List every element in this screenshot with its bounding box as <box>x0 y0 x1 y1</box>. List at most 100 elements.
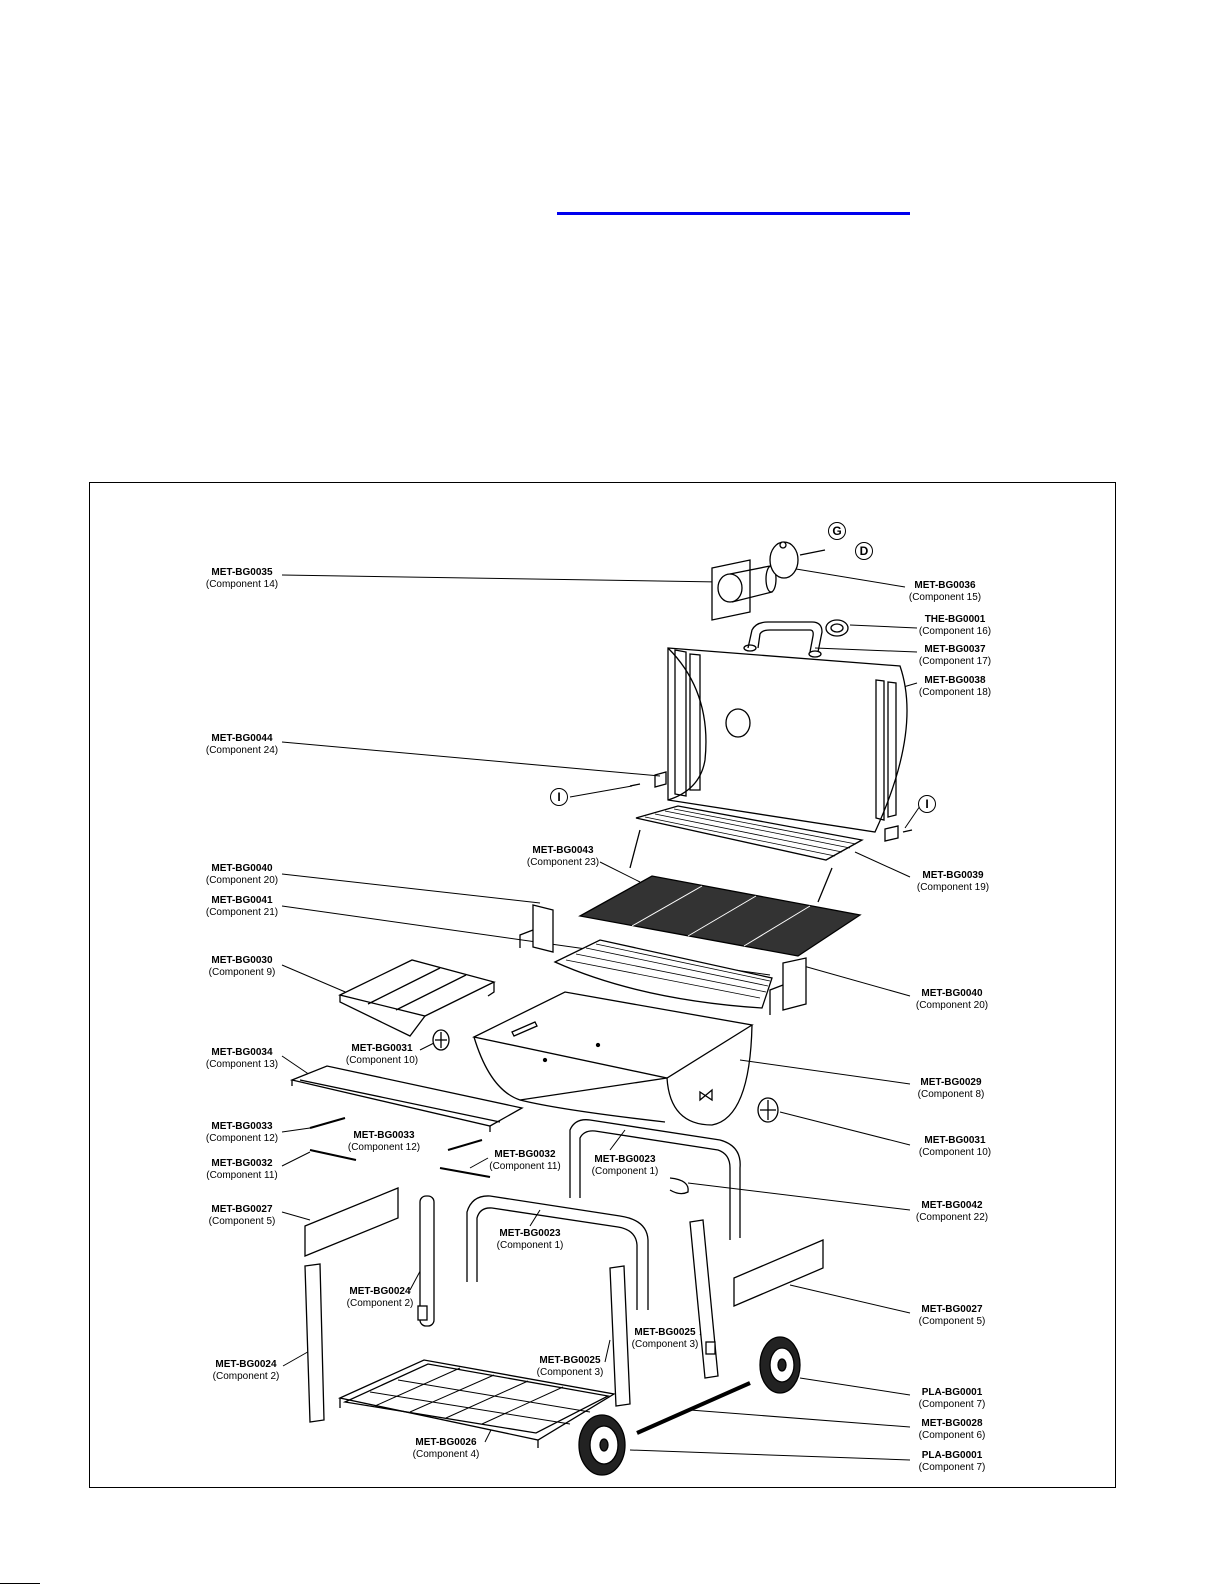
part-label: MET-BG0024(Component 2) <box>201 1359 291 1382</box>
axle <box>636 1381 751 1435</box>
component-number: (Component 9) <box>208 966 276 978</box>
part-label: MET-BG0042(Component 22) <box>907 1200 997 1223</box>
part-code: MET-BG0043 <box>532 845 594 856</box>
bottom-wire-shelf <box>337 1359 616 1448</box>
part-code: MET-BG0031 <box>351 1043 413 1054</box>
part-code: MET-BG0041 <box>211 895 273 906</box>
vent-cap <box>769 541 826 579</box>
diagram-frame <box>89 482 1116 1488</box>
part-code: MET-BG0026 <box>415 1437 477 1448</box>
fastener-callout: G <box>828 522 846 540</box>
front-leg-frame <box>466 1195 649 1310</box>
part-label: MET-BG0023(Component 1) <box>485 1228 575 1251</box>
bracket-right <box>769 957 807 1015</box>
part-label: MET-BG0039(Component 19) <box>908 870 998 893</box>
part-label: PLA-BG0001(Component 7) <box>907 1387 997 1410</box>
fastener-callout: I <box>918 795 936 813</box>
hyperlink-underline[interactable] <box>557 212 910 215</box>
component-number: (Component 19) <box>916 881 990 893</box>
tool-hook <box>669 1177 689 1195</box>
part-code: THE-BG0001 <box>924 614 986 625</box>
component-number: (Component 1) <box>496 1239 564 1251</box>
component-number: (Component 6) <box>918 1429 986 1441</box>
part-code: MET-BG0033 <box>211 1121 273 1132</box>
component-number: (Component 17) <box>918 655 992 667</box>
page-footer-rule <box>0 1583 40 1584</box>
part-code: MET-BG0025 <box>539 1355 601 1366</box>
part-label: MET-BG0023(Component 1) <box>580 1154 670 1177</box>
charcoal-grate <box>553 939 773 1009</box>
component-number: (Component 21) <box>205 906 279 918</box>
part-label: MET-BG0030(Component 9) <box>197 955 287 978</box>
part-code: MET-BG0027 <box>921 1304 983 1315</box>
part-label: PLA-BG0001(Component 7) <box>907 1450 997 1473</box>
warming-rack <box>629 805 864 903</box>
part-code: MET-BG0042 <box>921 1200 983 1211</box>
part-label: MET-BG0036(Component 15) <box>900 580 990 603</box>
lid-handle <box>743 621 823 658</box>
part-label: THE-BG0001(Component 16) <box>910 614 1000 637</box>
part-code: MET-BG0029 <box>920 1077 982 1088</box>
grill-lid <box>629 647 913 842</box>
end-cap-right <box>757 1097 779 1123</box>
part-code: MET-BG0034 <box>211 1047 273 1058</box>
component-number: (Component 18) <box>918 686 992 698</box>
fastener-callout: I <box>550 788 568 806</box>
part-label: MET-BG0029(Component 8) <box>906 1077 996 1100</box>
component-number: (Component 20) <box>915 999 989 1011</box>
part-code: MET-BG0030 <box>211 955 273 966</box>
rear-leg-frame <box>569 1119 741 1240</box>
part-label: MET-BG0025(Component 3) <box>525 1355 615 1378</box>
part-code: MET-BG0044 <box>211 733 273 744</box>
component-number: (Component 1) <box>591 1165 659 1177</box>
component-number: (Component 3) <box>631 1338 699 1350</box>
part-code: MET-BG0024 <box>349 1286 411 1297</box>
part-code: MET-BG0031 <box>924 1135 986 1146</box>
part-label: MET-BG0026(Component 4) <box>401 1437 491 1460</box>
component-number: (Component 2) <box>212 1370 280 1382</box>
grill-bowl <box>472 991 754 1126</box>
part-label: MET-BG0034(Component 13) <box>197 1047 287 1070</box>
component-number: (Component 10) <box>345 1054 419 1066</box>
component-number: (Component 15) <box>908 591 982 603</box>
component-number: (Component 22) <box>915 1211 989 1223</box>
part-code: MET-BG0040 <box>921 988 983 999</box>
part-label: MET-BG0033(Component 12) <box>339 1130 429 1153</box>
part-code: MET-BG0033 <box>353 1130 415 1141</box>
part-label: MET-BG0025(Component 3) <box>620 1327 710 1350</box>
side-shelf <box>338 959 496 1037</box>
leg-left-front <box>304 1263 325 1423</box>
part-label: MET-BG0027(Component 5) <box>197 1204 287 1227</box>
part-label: MET-BG0040(Component 20) <box>907 988 997 1011</box>
side-panel-left <box>304 1187 399 1257</box>
component-number: (Component 13) <box>205 1058 279 1070</box>
component-number: (Component 11) <box>489 1160 561 1172</box>
part-code: MET-BG0028 <box>921 1418 983 1429</box>
part-label: MET-BG0027(Component 5) <box>907 1304 997 1327</box>
part-code: MET-BG0040 <box>211 863 273 874</box>
part-label: MET-BG0028(Component 6) <box>907 1418 997 1441</box>
front-shelf-board <box>289 1065 524 1132</box>
part-code: PLA-BG0001 <box>921 1387 983 1398</box>
support-bars <box>309 1117 491 1178</box>
part-code: MET-BG0038 <box>924 675 986 686</box>
part-label: MET-BG0031(Component 10) <box>910 1135 1000 1158</box>
smoke-stack <box>711 559 777 621</box>
component-number: (Component 14) <box>205 578 279 590</box>
part-code: MET-BG0032 <box>494 1149 556 1160</box>
part-label: MET-BG0040(Component 20) <box>197 863 287 886</box>
part-code: MET-BG0037 <box>924 644 986 655</box>
part-code: PLA-BG0001 <box>921 1450 983 1461</box>
component-number: (Component 4) <box>412 1448 480 1460</box>
leg-right-front <box>609 1265 631 1407</box>
component-number: (Component 12) <box>347 1141 421 1153</box>
component-number: (Component 23) <box>526 856 600 868</box>
wheel-front <box>578 1414 626 1476</box>
component-number: (Component 11) <box>206 1169 278 1181</box>
fastener-callout: D <box>855 542 873 560</box>
part-code: MET-BG0036 <box>914 580 976 591</box>
part-code: MET-BG0024 <box>215 1359 277 1370</box>
component-number: (Component 16) <box>918 625 992 637</box>
component-number: (Component 12) <box>205 1132 279 1144</box>
